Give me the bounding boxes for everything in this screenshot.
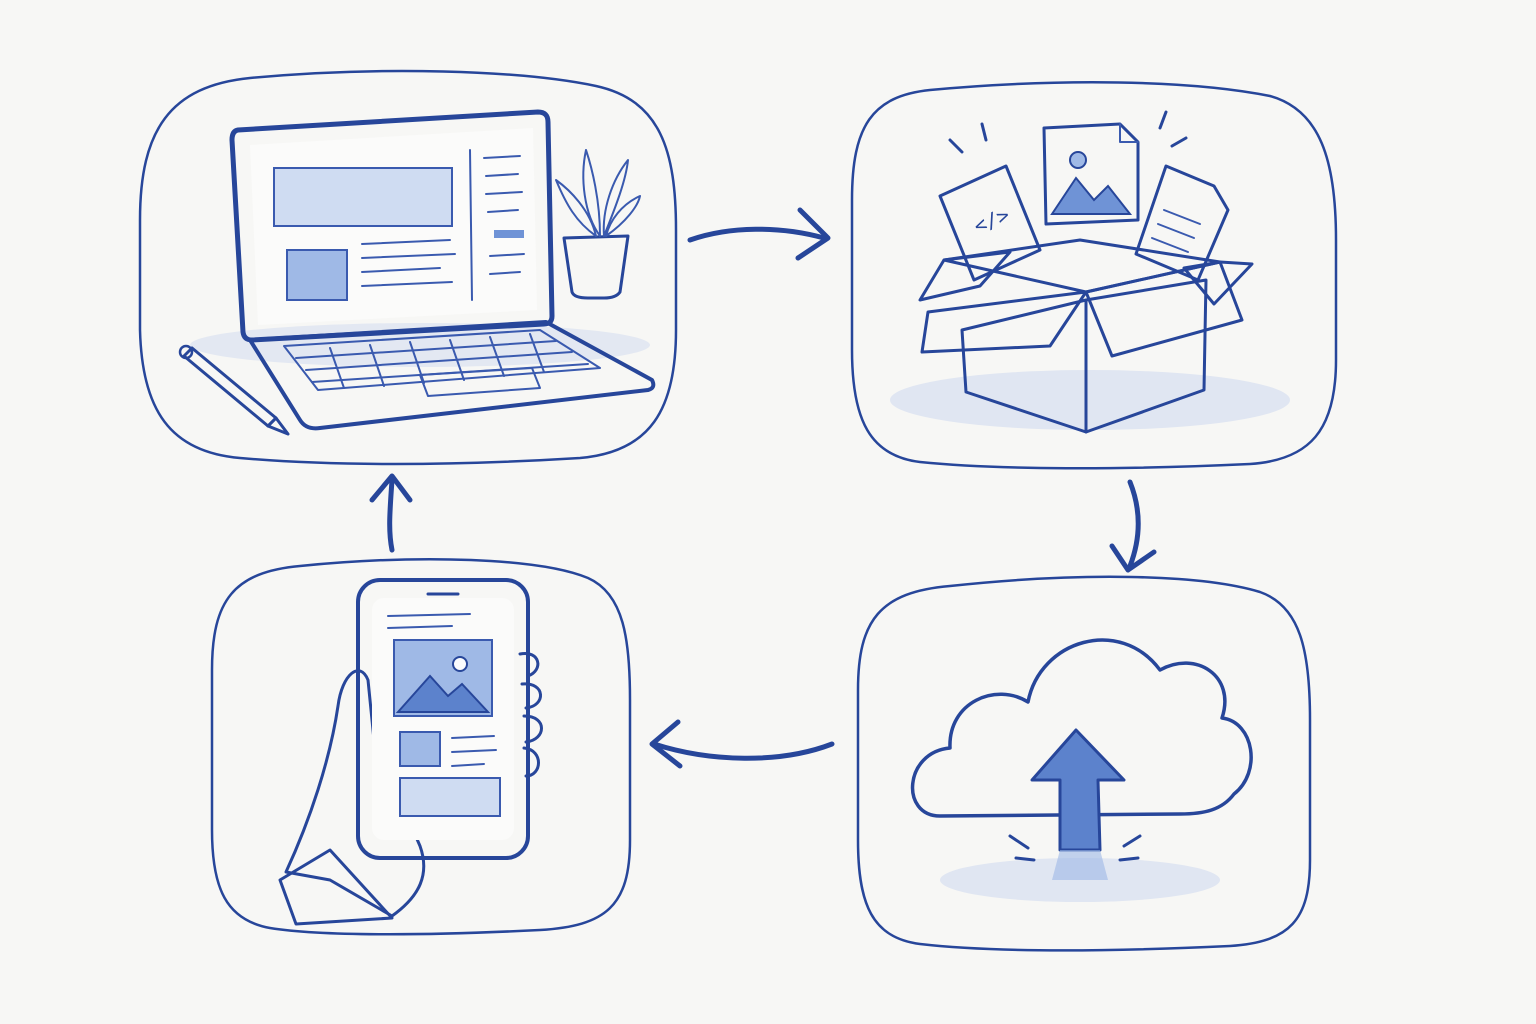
arrow-package-to-deploy bbox=[1109, 479, 1157, 573]
image-file-icon bbox=[1042, 122, 1140, 226]
panel-develop-outline bbox=[138, 69, 678, 466]
panel-deploy-outline bbox=[856, 575, 1312, 952]
panel-develop bbox=[138, 69, 678, 466]
text-file-icon bbox=[1134, 164, 1230, 282]
arrow-deploy-to-use bbox=[649, 719, 835, 769]
cloud-upload-icon bbox=[910, 638, 1253, 902]
laptop-icon bbox=[178, 109, 656, 436]
plant-icon bbox=[555, 149, 641, 300]
open-box-icon: </> bbox=[890, 110, 1290, 434]
smartphone-icon bbox=[278, 578, 543, 926]
panel-package-outline bbox=[850, 81, 1338, 470]
panel-use-outline bbox=[210, 558, 632, 936]
pencil-icon bbox=[178, 344, 290, 436]
arrow-develop-to-package bbox=[687, 207, 831, 261]
code-glyph: </> bbox=[970, 202, 1012, 238]
panel-package: </> bbox=[850, 81, 1338, 470]
arrow-use-to-develop bbox=[369, 473, 413, 553]
panel-deploy bbox=[856, 575, 1312, 952]
panel-use bbox=[210, 558, 632, 936]
